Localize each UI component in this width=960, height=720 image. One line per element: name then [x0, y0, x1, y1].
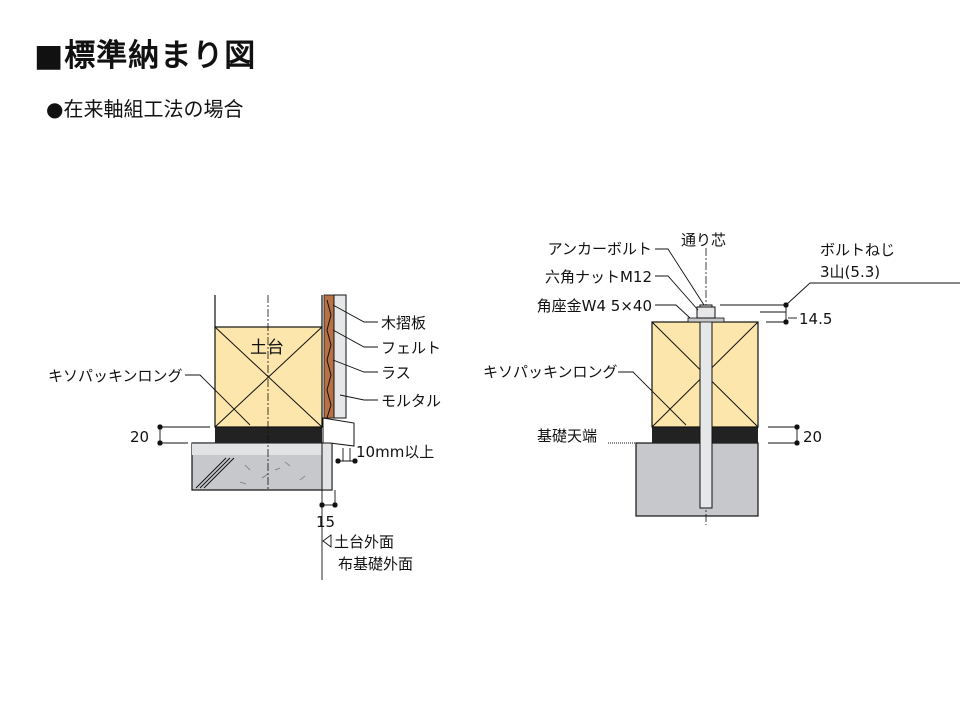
label-lath-board: 木摺板	[381, 314, 426, 332]
dim-gap-value: 10mm以上	[356, 443, 434, 461]
label-centerline: 通り芯	[681, 231, 726, 249]
label-hex-nut: 六角ナットM12	[545, 268, 652, 286]
dim-gap	[335, 448, 358, 464]
dim-bolt-value: 14.5	[799, 310, 832, 328]
label-packing-left: キソパッキンロング	[48, 367, 183, 385]
dim-packing-left	[157, 424, 210, 446]
left-section-drawing: 土台 木摺板 フェルト ラス モルタル キソパッキンロング 2	[48, 294, 441, 580]
dim-packing-right-value: 20	[803, 428, 822, 446]
sill-left: 土台	[214, 326, 323, 428]
label-foundation-outer-face: 布基礎外面	[338, 555, 413, 573]
dim-packing-left-value: 20	[130, 428, 149, 446]
packing-left	[215, 427, 322, 443]
anchor-bolt	[687, 304, 725, 509]
sill-label: 土台	[250, 338, 284, 358]
label-washer: 角座金W4 5×40	[537, 297, 652, 315]
dim-offset-value: 15	[316, 513, 335, 531]
label-mortar: モルタル	[381, 392, 441, 410]
page-title: ■標準納まり図	[34, 38, 257, 74]
label-bolt-thread: ボルトねじ	[820, 241, 895, 259]
wall-cladding	[322, 294, 355, 447]
label-packing-right: キソパッキンロング	[483, 363, 618, 381]
label-felt: フェルト	[381, 339, 441, 357]
right-section-drawing: 通り芯 アンカーボルト 六角ナットM12 角座金W4 5×40 キソパッキンロン…	[483, 231, 960, 525]
dim-bolt	[720, 282, 960, 325]
dim-packing-right	[768, 424, 800, 446]
label-anchor-bolt: アンカーボルト	[548, 240, 652, 258]
page-subtitle: ●在来軸組工法の場合	[46, 97, 244, 121]
foundation-right	[635, 442, 759, 517]
dim-offset	[319, 490, 338, 580]
label-thread-count: 3山(5.3)	[820, 263, 880, 281]
label-lath: ラス	[381, 364, 411, 382]
label-sill-outer-face: 土台外面	[334, 533, 394, 551]
label-foundation-top: 基礎天端	[537, 427, 597, 445]
foundation-left	[191, 442, 333, 491]
